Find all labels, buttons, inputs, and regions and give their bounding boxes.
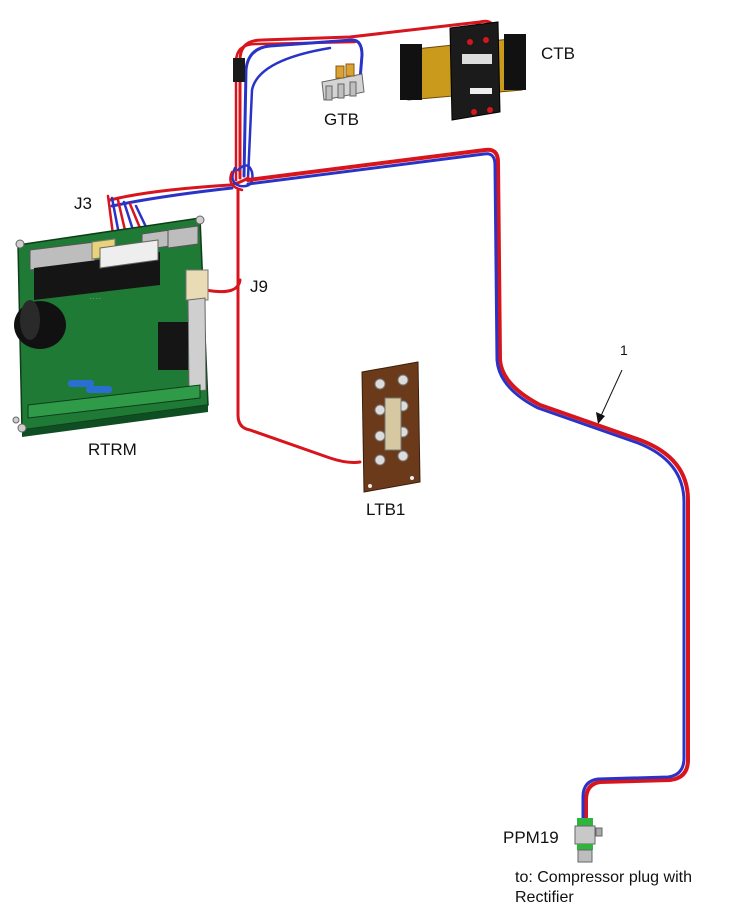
ctb-terminal-block	[400, 21, 526, 121]
svg-text:· · · ·: · · · ·	[90, 296, 101, 302]
j3-label: J3	[74, 194, 92, 213]
ppm19-label: PPM19	[503, 828, 559, 847]
ppm19-connector	[574, 818, 603, 863]
harness-j9-ltb1	[204, 188, 362, 464]
j9-label: J9	[250, 277, 268, 296]
ltb1-label: LTB1	[366, 500, 406, 519]
ctb-label: CTB	[541, 44, 575, 63]
callout-1-label: 1	[620, 342, 628, 358]
rtrm-label: RTRM	[88, 440, 137, 459]
callout-1-leader	[596, 369, 623, 424]
destination-note: to: Compressor plug with Rectifier	[515, 869, 692, 906]
ltb1-terminal-block	[361, 361, 421, 493]
gtb-terminal-block	[321, 63, 365, 101]
rtrm-board: · · · ·	[12, 215, 209, 437]
gtb-label: GTB	[324, 110, 359, 129]
